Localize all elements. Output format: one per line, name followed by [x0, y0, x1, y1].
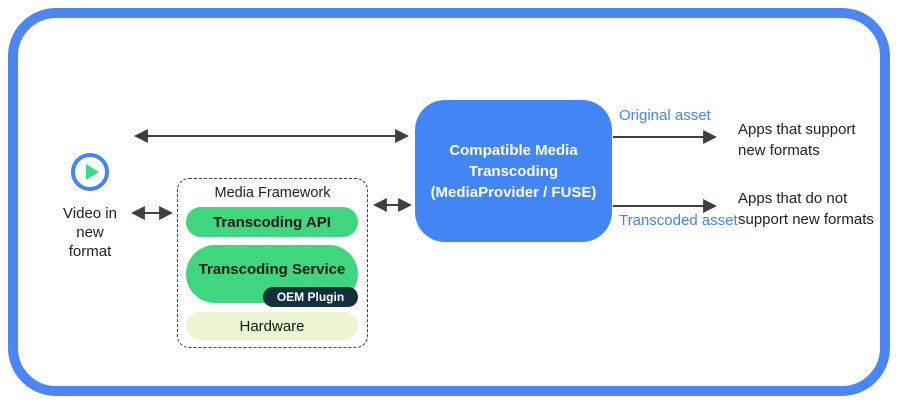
- transcoding-service-label: Transcoding Service: [198, 260, 346, 278]
- apps-support-label: Apps that support new formats: [738, 119, 856, 161]
- compatible-media-transcoding-box: Compatible Media Transcoding (MediaProvi…: [415, 100, 612, 242]
- transcoding-box-line3: (MediaProvider / FUSE): [430, 183, 597, 201]
- apps-support-line1: Apps that support: [738, 121, 856, 138]
- original-asset-label: Original asset: [619, 107, 711, 124]
- apps-support-line2: new formats: [738, 142, 820, 159]
- play-icon: [71, 153, 109, 191]
- apps-no-support-line1: Apps that do not: [738, 190, 848, 207]
- oem-plugin-pill: OEM Plugin: [263, 287, 358, 307]
- media-framework-box: Media Framework Transcoding API Transcod…: [177, 178, 368, 348]
- transcoding-api-pill: Transcoding API: [186, 207, 358, 237]
- transcoding-box-line2: Transcoding: [468, 162, 559, 180]
- apps-no-support-line2: support new formats: [738, 211, 874, 228]
- video-label-line3: format: [68, 243, 112, 260]
- transcoding-box-line1: Compatible Media: [449, 141, 578, 159]
- transcoding-service-pill: Transcoding Service OEM Plugin: [186, 245, 358, 307]
- apps-no-support-label: Apps that do not support new formats: [738, 188, 874, 230]
- diagram-border: [8, 8, 890, 396]
- transcoded-asset-label: Transcoded asset: [619, 212, 738, 229]
- video-label-line2: new: [76, 224, 104, 241]
- video-in-new-format-label: Video in new format: [52, 204, 128, 261]
- video-label-line1: Video in: [63, 205, 117, 222]
- media-framework-title: Media Framework: [214, 185, 331, 201]
- hardware-pill: Hardware: [186, 312, 358, 340]
- play-triangle-icon: [85, 164, 99, 180]
